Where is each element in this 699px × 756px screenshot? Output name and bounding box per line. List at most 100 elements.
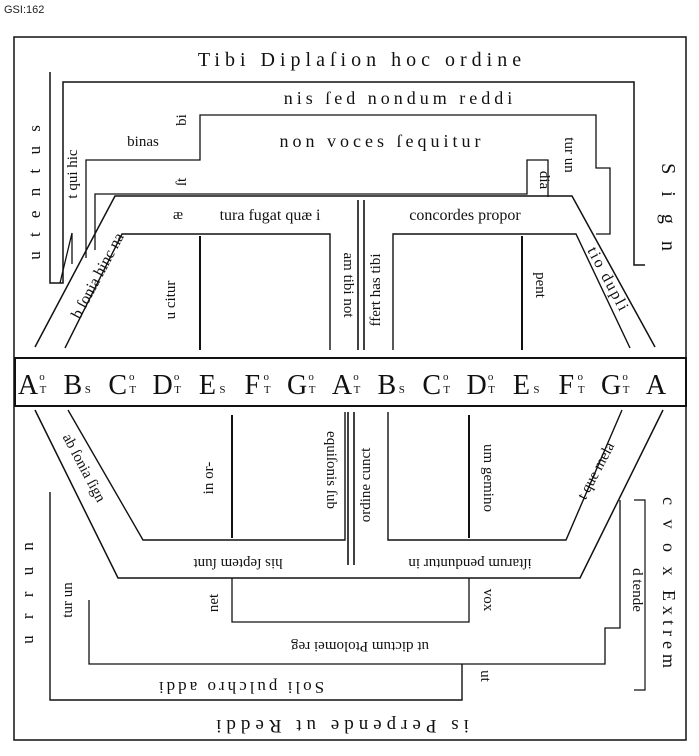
note-subscript: T <box>309 384 316 396</box>
text-tur-un-bottom: tur un <box>60 582 76 618</box>
text-st: ſt <box>174 177 190 186</box>
note-subscript: S <box>85 384 91 396</box>
outer-trapezoid-top <box>34 195 656 348</box>
note-letter: F <box>558 370 574 401</box>
note-subscript: T <box>443 384 450 396</box>
text-tibi-diplasion: Tibi Diplaſion hoc ordine <box>198 49 526 71</box>
text-ut: ut <box>477 670 493 683</box>
right-trapezoid-bottom <box>387 409 623 541</box>
note-letter: D <box>466 370 486 401</box>
text-bi: bi <box>174 114 190 126</box>
note-superscript: o <box>578 371 584 383</box>
text-dia: dia <box>536 171 552 190</box>
text-in-or: in or- <box>201 462 217 495</box>
note-subscript: S <box>219 384 225 396</box>
note-subscript: T <box>129 384 136 396</box>
text-nis-sed-nondum: nis ſed nondum reddi <box>284 88 516 108</box>
document-id-label: GSI:162 <box>4 4 45 16</box>
note-superscript: o <box>488 371 494 383</box>
band-right-bottom <box>634 499 646 691</box>
note-letter: F <box>244 370 260 401</box>
text-tura-fugat: tura fugat quæ i <box>220 207 321 224</box>
note-letter: E <box>199 370 216 401</box>
outer-trapezoid-bottom <box>34 409 664 579</box>
text-vox: vox <box>480 589 496 612</box>
text-soli-pulchro: Soli pulchro addi <box>156 678 324 697</box>
band-outer-top-tail <box>59 232 73 284</box>
band-second-bottom <box>88 500 621 665</box>
note-letter: A <box>332 370 353 401</box>
note-subscript: T <box>264 384 271 396</box>
text-urrun: u r r u n <box>18 536 37 644</box>
text-t-qui-hic: t qui hic <box>65 149 81 199</box>
note-letter: C <box>108 370 127 401</box>
note-subscript: T <box>174 384 181 396</box>
note-subscript: T <box>488 384 495 396</box>
text-binas: binas <box>127 134 159 150</box>
note-subscript: T <box>623 384 630 396</box>
note-subscript: T <box>40 384 47 396</box>
note-superscript: o <box>39 371 45 383</box>
note-superscript: o <box>622 371 628 383</box>
text-um-gemino: um gemino <box>480 444 496 512</box>
text-ut-dictum: ut dictum Ptolomei reg <box>291 638 429 654</box>
note-superscript: o <box>353 371 359 383</box>
text-ffert-has-tibi: ffert has tibi <box>368 253 384 326</box>
note-letter: G <box>287 370 307 401</box>
note-letter: B <box>64 370 83 401</box>
text-d-tende: d tende <box>629 568 645 612</box>
band-outer-top <box>49 72 645 284</box>
text-cvox-extrem: c v o x Extrem <box>659 497 679 673</box>
right-trapezoid-top <box>392 233 631 350</box>
band-inner-bottom <box>231 578 470 623</box>
text-u-citur: u citur <box>163 281 179 320</box>
note-subscript: S <box>399 384 405 396</box>
text-tur-un-top: tur un <box>561 137 577 173</box>
note-letter: E <box>513 370 530 401</box>
note-15: A <box>646 370 667 401</box>
band-third-bottom <box>49 492 463 701</box>
left-trapezoid-bottom <box>67 409 346 541</box>
text-non-voces: non voces ſequitur <box>280 131 485 151</box>
text-concordes: concordes propor <box>409 207 521 224</box>
text-utentus: u t e n t u s <box>25 120 44 260</box>
note-superscript: o <box>174 371 180 383</box>
note-letter: A <box>646 370 667 401</box>
text-net: net <box>206 593 222 612</box>
note-superscript: o <box>308 371 314 383</box>
note-letter: B <box>378 370 397 401</box>
text-pent: pent <box>532 272 548 299</box>
text-b-fonia-hinc: b ſonia hinc na <box>68 230 127 322</box>
text-his-septem: his ſeptem ſunt <box>193 555 283 571</box>
band-second-top <box>85 114 611 258</box>
band-third-top <box>94 159 549 250</box>
note-subscript: T <box>578 384 585 396</box>
text-tio-dupli: tio dupli <box>584 244 633 315</box>
note-letter: A <box>18 370 39 401</box>
note-letter: C <box>422 370 441 401</box>
text-ordine-cunct: ordine cunct <box>358 447 374 522</box>
text-signi: S i g n <box>657 163 679 257</box>
left-trapezoid-top <box>64 233 331 350</box>
note-superscript: o <box>264 371 270 383</box>
note-superscript: o <box>443 371 449 383</box>
note-letter: D <box>152 370 172 401</box>
text-perpende: is Perpende ut Reddi <box>211 715 469 736</box>
text-istarum: iſtarum penduntur in <box>408 555 532 571</box>
note-subscript: T <box>354 384 361 396</box>
notes-band <box>14 357 687 407</box>
